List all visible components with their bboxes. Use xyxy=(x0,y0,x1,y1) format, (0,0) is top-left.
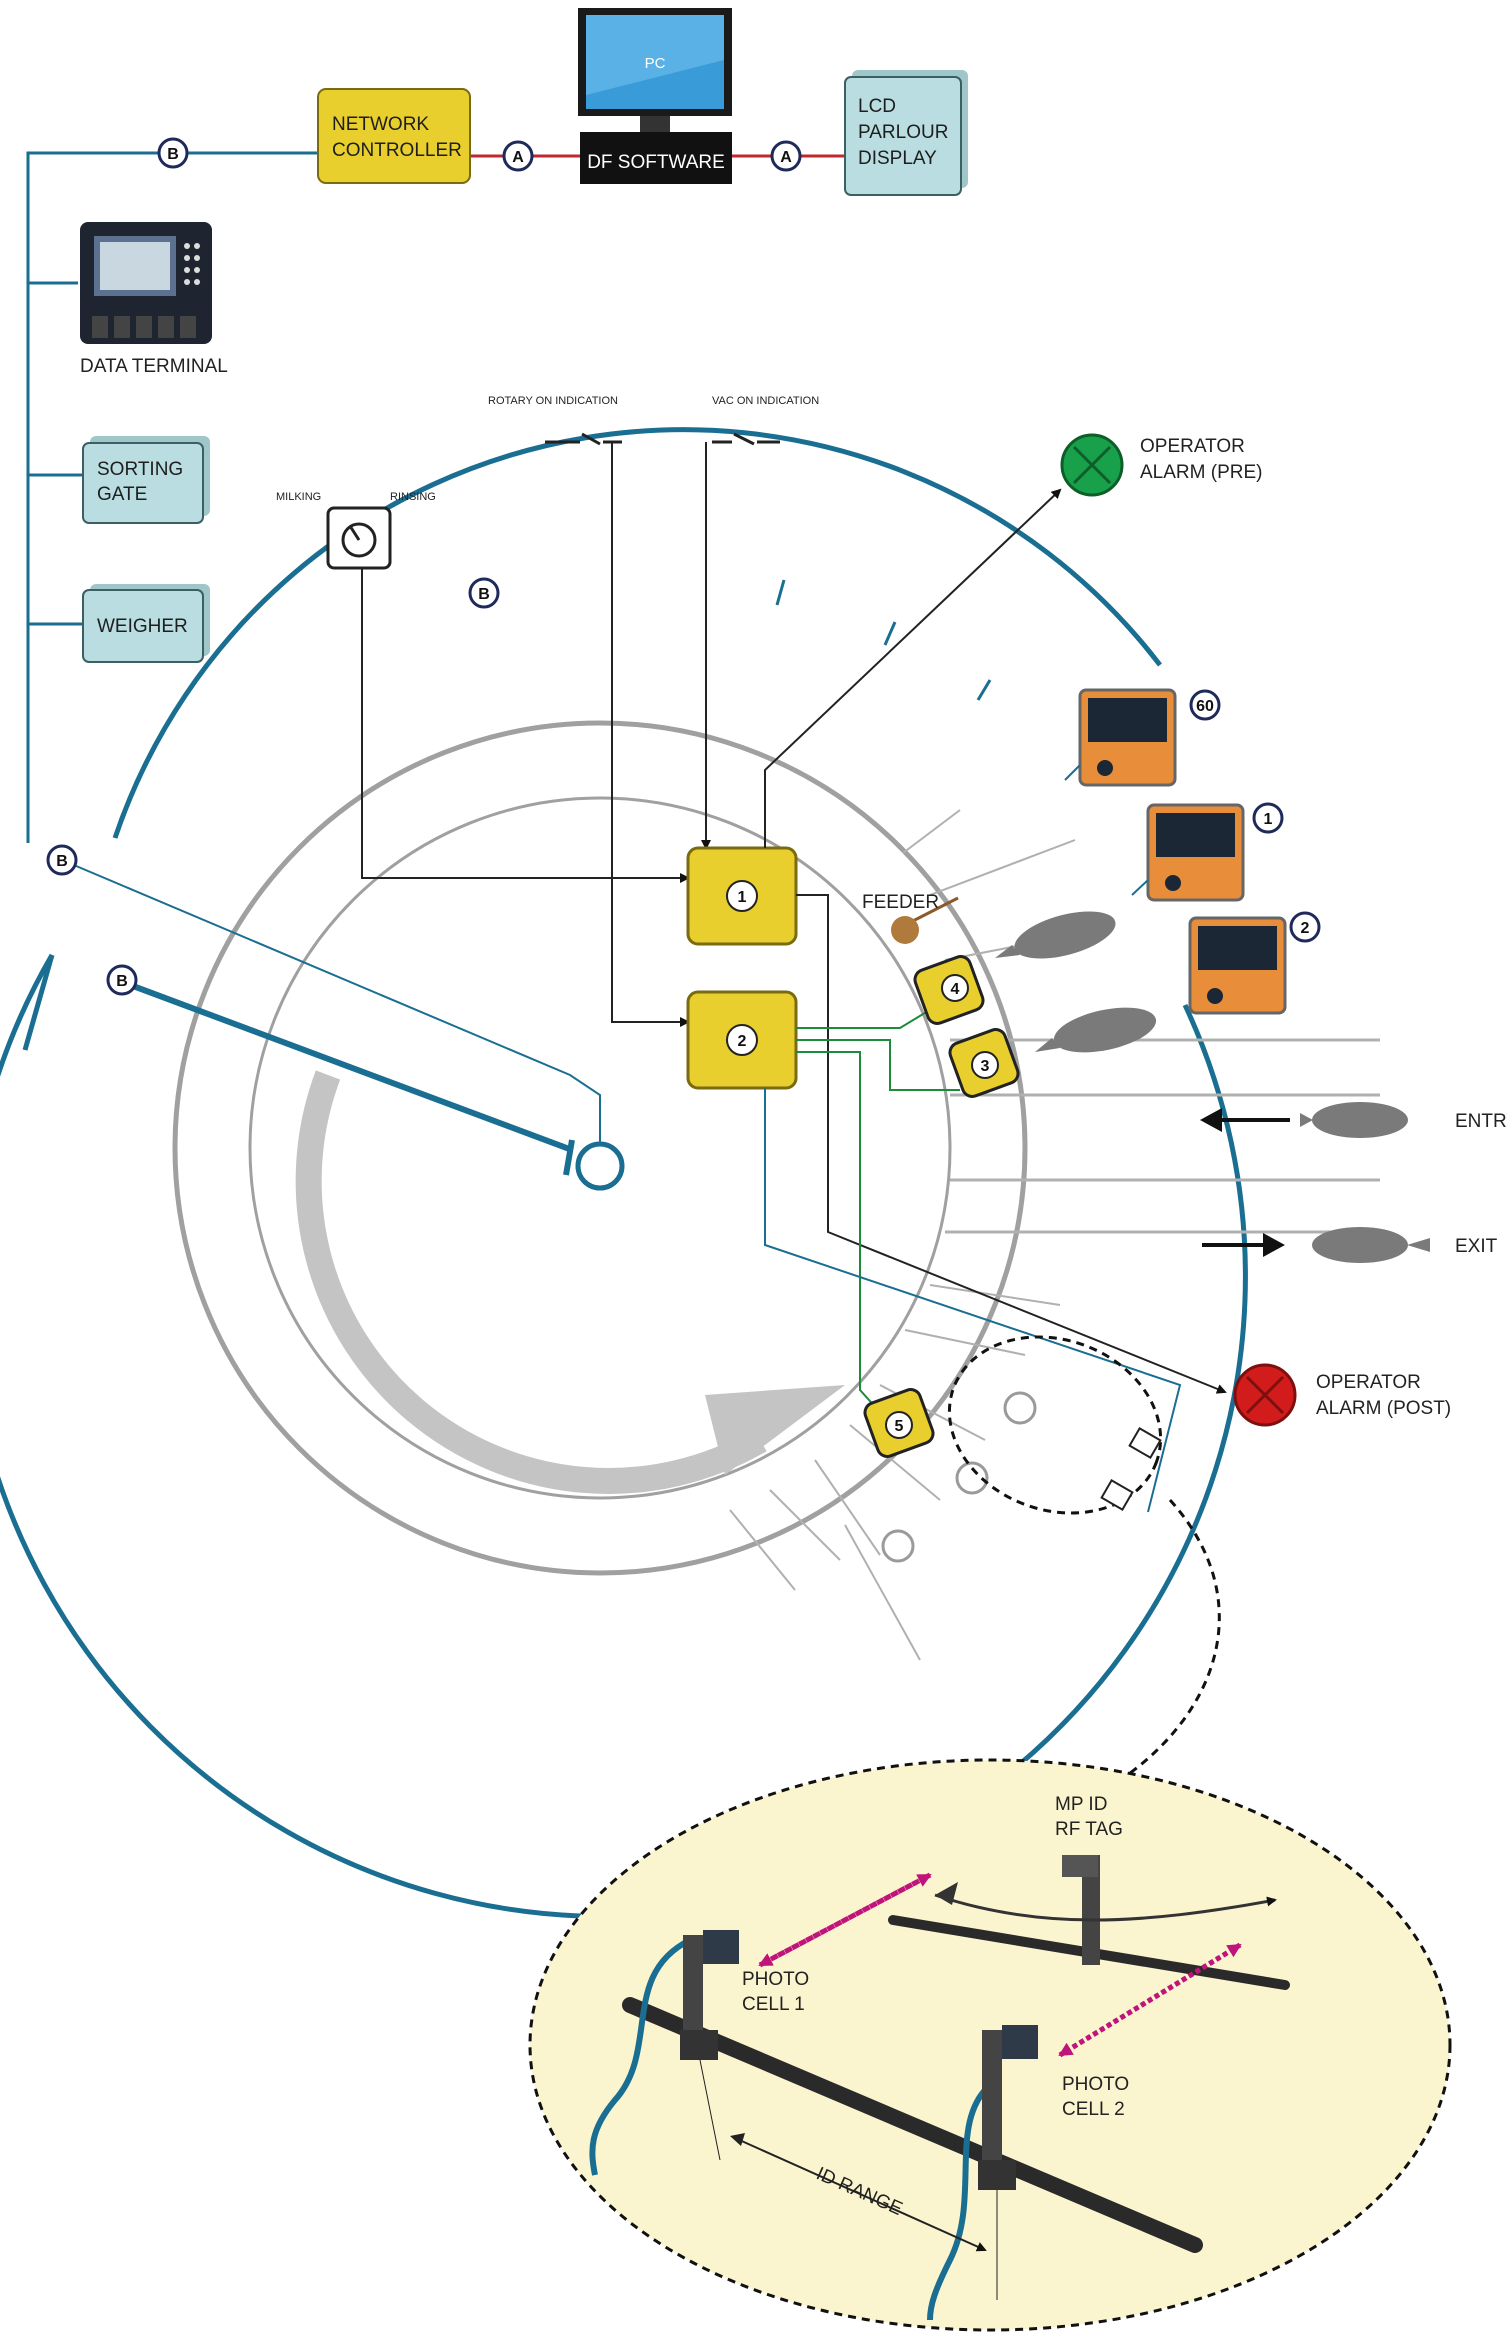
cow-silhouettes xyxy=(995,911,1430,1263)
sorting-gate-box: SORTING GATE xyxy=(82,436,210,524)
rotary-platform xyxy=(0,427,1380,1919)
svg-text:1: 1 xyxy=(738,889,747,906)
svg-text:LCD: LCD xyxy=(858,96,896,117)
vac-switch: VAC ON INDICATION xyxy=(701,395,819,850)
svg-text:2: 2 xyxy=(1301,920,1310,937)
connector-a-left: A xyxy=(502,140,534,172)
module-2: 2 xyxy=(686,990,798,1090)
photocell-highlight xyxy=(947,1335,1221,1792)
svg-text:FEEDER: FEEDER xyxy=(862,892,939,913)
weigher-box: WEIGHER xyxy=(82,584,210,663)
entry-arrow: ENTRY xyxy=(1200,1108,1507,1132)
feeder: FEEDER xyxy=(862,892,959,944)
svg-text:B: B xyxy=(56,853,68,870)
svg-text:PHOTO: PHOTO xyxy=(1062,2074,1129,2095)
df-software-label: DF SOFTWARE xyxy=(587,152,725,173)
svg-text:ENTRY: ENTRY xyxy=(1455,1111,1507,1132)
module-1: 1 xyxy=(686,846,798,946)
svg-text:ROTARY ON INDICATION: ROTARY ON INDICATION xyxy=(488,395,618,407)
svg-text:B: B xyxy=(478,586,490,603)
connector-b-top: B xyxy=(157,137,189,169)
connector-b-inner: B xyxy=(106,964,138,996)
svg-text:GATE: GATE xyxy=(97,484,147,505)
lcd-parlour-display-box: LCD PARLOUR DISPLAY xyxy=(844,70,968,196)
svg-text:3: 3 xyxy=(981,1058,990,1075)
svg-text:MP ID: MP ID xyxy=(1055,1794,1107,1815)
rotary-switch: ROTARY ON INDICATION xyxy=(488,395,690,1027)
connector-b-arc: B xyxy=(468,577,500,609)
svg-text:ALARM (PRE): ALARM (PRE) xyxy=(1140,462,1262,483)
stall-unit-2: 2 xyxy=(1188,911,1321,1015)
network-controller-box: NETWORK CONTROLLER xyxy=(317,88,471,184)
svg-text:60: 60 xyxy=(1196,698,1214,715)
sensor-3: 3 xyxy=(948,1028,1020,1098)
svg-text:CELL 1: CELL 1 xyxy=(742,1994,805,2015)
mode-selector: MILKING RINSING xyxy=(276,491,690,883)
svg-text:WEIGHER: WEIGHER xyxy=(97,616,188,637)
svg-text:1: 1 xyxy=(1264,811,1273,828)
svg-text:RINSING: RINSING xyxy=(390,491,436,503)
data-terminal-label: DATA TERMINAL xyxy=(80,356,228,377)
svg-text:4: 4 xyxy=(951,981,960,998)
pc-monitor: PC DF SOFTWARE xyxy=(578,8,732,184)
exit-arrow: EXIT xyxy=(1202,1233,1498,1257)
svg-text:NETWORK: NETWORK xyxy=(332,114,429,135)
svg-text:VAC ON INDICATION: VAC ON INDICATION xyxy=(712,395,819,407)
svg-text:2: 2 xyxy=(738,1033,747,1050)
svg-text:5: 5 xyxy=(895,1418,904,1435)
svg-text:ALARM (POST): ALARM (POST) xyxy=(1316,1398,1451,1419)
svg-text:DISPLAY: DISPLAY xyxy=(858,148,937,169)
connector-a-right: A xyxy=(770,140,802,172)
svg-text:B: B xyxy=(167,146,179,163)
operator-alarm-pre: OPERATOR ALARM (PRE) xyxy=(1060,433,1262,497)
svg-text:OPERATOR: OPERATOR xyxy=(1140,436,1245,457)
svg-text:OPERATOR: OPERATOR xyxy=(1316,1372,1421,1393)
svg-text:SORTING: SORTING xyxy=(97,459,183,480)
svg-text:CONTROLLER: CONTROLLER xyxy=(332,140,462,161)
stall-unit-60: 60 xyxy=(1064,688,1221,787)
svg-text:A: A xyxy=(512,149,524,166)
sensor-4: 4 xyxy=(913,955,985,1025)
svg-text:PHOTO: PHOTO xyxy=(742,1969,809,1990)
connector-b-left: B xyxy=(46,844,78,876)
stall-unit-1: 1 xyxy=(1131,802,1284,902)
svg-text:A: A xyxy=(780,149,792,166)
pc-screen-label: PC xyxy=(645,55,666,72)
photocell-detail: MP ID RF TAG PHOTO CELL 1 PHOTO CELL 2 I… xyxy=(528,1758,1452,2332)
module-wiring xyxy=(764,488,1227,1513)
sensor-5: 5 xyxy=(863,1388,935,1458)
svg-text:B: B xyxy=(116,973,128,990)
svg-text:PARLOUR: PARLOUR xyxy=(858,122,948,143)
operator-alarm-post: OPERATOR ALARM (POST) xyxy=(1233,1363,1451,1427)
svg-text:MILKING: MILKING xyxy=(276,491,321,503)
data-terminal-device xyxy=(80,222,212,344)
svg-text:EXIT: EXIT xyxy=(1455,1236,1498,1257)
svg-text:CELL 2: CELL 2 xyxy=(1062,2099,1125,2120)
svg-text:RF TAG: RF TAG xyxy=(1055,1819,1123,1840)
